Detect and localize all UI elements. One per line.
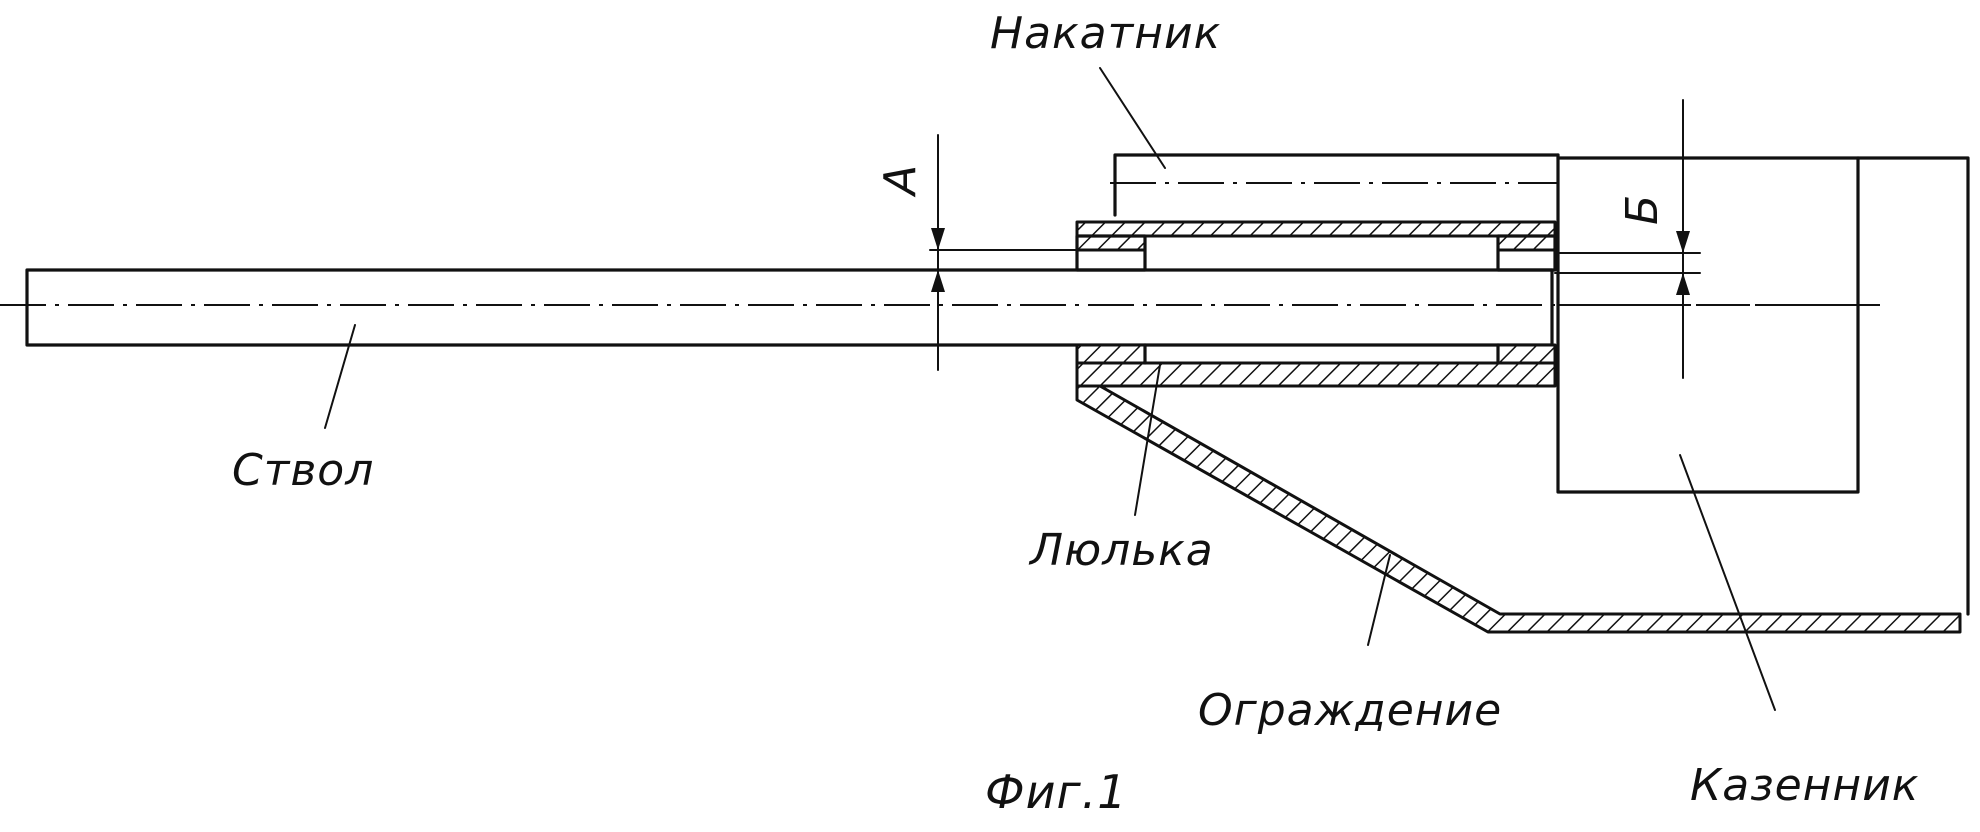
label-stvol: Ствол bbox=[232, 445, 374, 496]
label-nakatnik: Накатник bbox=[990, 8, 1221, 59]
recoil-mechanism bbox=[1110, 155, 1558, 215]
barrel bbox=[27, 270, 1552, 345]
dimension-a-label: А bbox=[875, 164, 926, 198]
guard bbox=[1077, 386, 1960, 632]
label-ograzhdenie: Ограждение bbox=[1198, 685, 1502, 736]
figure-caption: Фиг.1 bbox=[985, 765, 1128, 819]
dimension-a bbox=[930, 135, 1077, 370]
dimension-b bbox=[1555, 100, 1700, 378]
label-lyulka: Люлька bbox=[1028, 525, 1214, 576]
label-kazennik: Казенник bbox=[1690, 760, 1919, 811]
dimension-b-label: Б bbox=[1617, 194, 1668, 225]
